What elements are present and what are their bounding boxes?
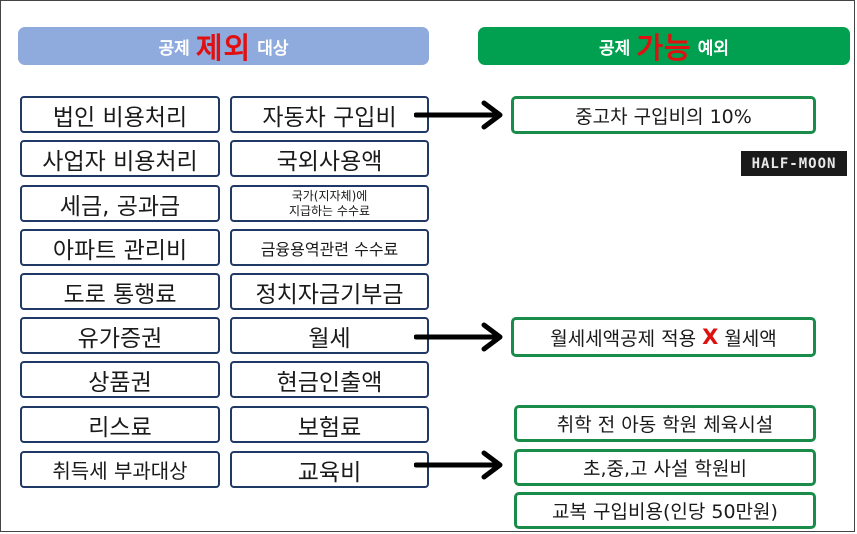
- excluded-item: 사업자 비용처리: [20, 140, 220, 177]
- excluded-item: 정치자금기부금: [230, 273, 429, 310]
- fee-line-1: 국가(지자체)에: [291, 188, 368, 203]
- exception-edu-uniform: 교복 구입비용(인당 50만원): [514, 492, 816, 529]
- excluded-header: 공제 제외 대상: [18, 27, 429, 65]
- excluded-item: 월세: [230, 317, 429, 354]
- exception-edu-academy: 초,중,고 사설 학원비: [514, 449, 816, 486]
- excluded-item: 자동차 구입비: [230, 96, 429, 133]
- excluded-item: 교육비: [230, 451, 429, 488]
- excluded-header-suffix: 대상: [257, 38, 289, 59]
- exception-car: 중고차 구입비의 10%: [511, 96, 816, 134]
- excluded-item: 도로 통행료: [20, 273, 220, 310]
- arrow-right-icon: [414, 100, 503, 130]
- fee-line-2: 지급하는 수수료: [288, 203, 371, 218]
- excluded-item: 상품권: [20, 361, 220, 398]
- excluded-item: 국외사용액: [230, 140, 429, 177]
- excluded-item: 보험료: [230, 406, 429, 443]
- excluded-item: 세금, 공과금: [20, 185, 220, 222]
- excluded-item-fee: 국가(지자체)에 지급하는 수수료: [230, 185, 429, 222]
- excluded-item: 유가증권: [20, 317, 220, 354]
- excluded-header-emphasis: 제외: [195, 31, 252, 65]
- excluded-item: 아파트 관리비: [20, 229, 220, 266]
- half-moon-logo: HALF-MOON: [741, 151, 847, 176]
- excluded-item: 현금인출액: [230, 361, 429, 398]
- arrow-right-icon: [414, 322, 503, 352]
- rent-text-b: 월세액: [724, 327, 777, 350]
- arrow-right-icon: [414, 450, 503, 480]
- exception-header-suffix: 예외: [697, 38, 729, 59]
- excluded-item: 리스료: [20, 406, 220, 443]
- multiply-sign: X: [702, 325, 719, 349]
- excluded-item: 법인 비용처리: [20, 96, 220, 133]
- exception-header-prefix: 공제: [599, 38, 631, 59]
- exception-header: 공제 가능 예외: [478, 27, 850, 65]
- rent-text-a: 월세세액공제 적용: [550, 327, 697, 350]
- excluded-item: 금융용역관련 수수료: [230, 229, 429, 266]
- exception-rent: 월세세액공제 적용 X 월세액: [511, 317, 816, 357]
- excluded-item: 취득세 부과대상: [20, 451, 220, 488]
- exception-header-emphasis: 가능: [636, 31, 692, 65]
- exception-edu-preschool: 취학 전 아동 학원 체육시설: [514, 405, 816, 442]
- excluded-header-prefix: 공제: [158, 38, 190, 59]
